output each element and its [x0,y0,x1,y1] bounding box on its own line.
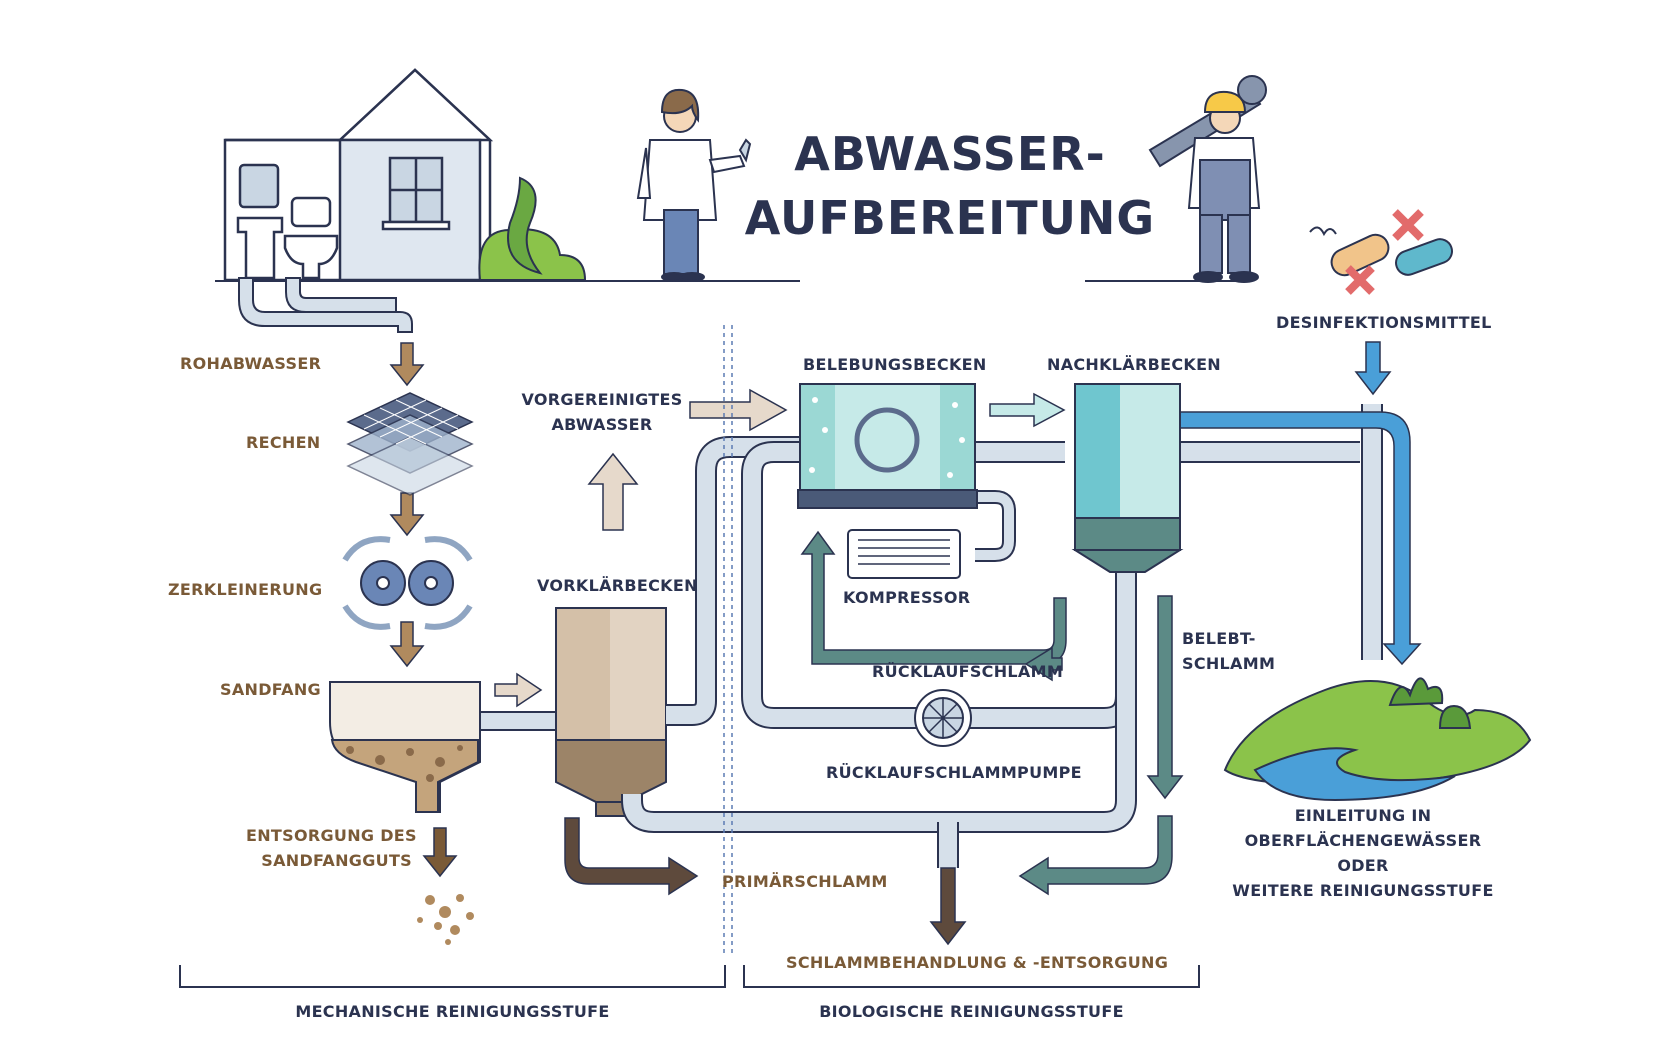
page-title: ABWASSER- AUFBEREITUNG [740,122,1160,250]
label-schlammbehandlung: SCHLAMMBEHANDLUNG & -ENTSORGUNG [786,953,1169,972]
stage-label-mechanisch: MECHANISCHE REINIGUNGSSTUFE [295,1002,610,1021]
nachklaerbecken-tank [1071,383,1184,573]
label-vorgereinigtes-abwasser: VORGEREINIGTES ABWASSER [520,387,684,437]
clean-water-flow [1179,341,1422,666]
label-vorklaerbecken: VORKLÄRBECKEN [537,576,698,595]
sludge-arrows [800,530,1184,896]
label-ruecklaufschlamm: RÜCKLAUFSCHLAMM [872,662,1064,681]
belebungsbecken-tank [797,383,978,509]
title-line-1: ABWASSER- [794,127,1106,181]
label-sandfang: SANDFANG [220,680,321,699]
pipe-network [621,404,1383,868]
belebung-to-nachklaer-arrow [989,392,1066,428]
lake-landscape [1223,677,1532,802]
vorgereinigtes-right-arrow [689,388,788,432]
vorklaerbecken-tank [555,607,667,817]
zerkleinerung-gears-icon [342,536,473,630]
sand-particles [417,894,474,945]
label-einleitung-line-2: OBERFLÄCHENGEWÄSSER [1244,831,1482,850]
label-zerkleinerung: ZERKLEINERUNG [168,580,323,599]
primaerschlamm-arrows [564,817,967,946]
scientist-figure [636,88,752,282]
label-rohabwasser: ROHABWASSER [180,354,322,373]
label-vorgereinigtes-line-2: ABWASSER [551,415,653,434]
bacteria-icon [1309,209,1453,295]
label-belebungsbecken: BELEBUNGSBECKEN [803,355,987,374]
label-entsorgung-line-1: ENTSORGUNG DES [246,826,417,845]
label-vorgereinigtes-line-1: VORGEREINIGTES [521,390,683,409]
worker-figure [1148,75,1267,283]
label-nachklaerbecken: NACHKLÄRBECKEN [1047,355,1221,374]
label-belebtschlamm: BELEBT- SCHLAMM [1182,626,1275,676]
label-kompressor: KOMPRESSOR [843,588,971,607]
title-line-2: AUFBEREITUNG [744,191,1156,245]
label-belebtschlamm-line-1: BELEBT- [1182,629,1256,648]
bush-illustration [478,176,587,281]
label-belebtschlamm-line-2: SCHLAMM [1182,654,1276,673]
house-drain-pipe [238,277,413,333]
stage-divider [723,325,733,955]
label-entsorgung-sandfangguts: ENTSORGUNG DES SANDFANGGUTS [246,823,417,873]
label-primaerschlamm: PRIMÄRSCHLAMM [722,872,888,891]
sandfang-outlet-pipe [479,711,561,731]
label-ruecklaufschlammpumpe: RÜCKLAUFSCHLAMMPUMPE [826,763,1082,782]
label-rechen: RECHEN [246,433,321,452]
sandfang-to-vorklaer-arrow [494,672,543,708]
rechen-grid-icon [346,392,474,496]
label-einleitung-line-4: WEITERE REINIGUNGSSTUFE [1232,881,1494,900]
stage-label-biologisch: BIOLOGISCHE REINIGUNGSSTUFE [819,1002,1124,1021]
vorgereinigtes-up-arrow [587,452,639,531]
label-einleitung: EINLEITUNG IN OBERFLÄCHENGEWÄSSER ODER W… [1218,803,1508,903]
stage-brackets [179,965,1200,988]
ruecklaufschlammpumpe-icon [914,689,972,747]
label-einleitung-line-1: EINLEITUNG IN [1294,806,1432,825]
label-einleitung-line-3: ODER [1337,856,1389,875]
house-illustration [223,68,494,282]
label-entsorgung-line-2: SANDFANGGUTS [261,851,412,870]
kompressor-unit [847,529,961,579]
label-desinfektionsmittel: DESINFEKTIONSMITTEL [1276,313,1492,332]
sandfang-tank [329,681,481,813]
flow-arrows-mechanical [389,342,458,878]
